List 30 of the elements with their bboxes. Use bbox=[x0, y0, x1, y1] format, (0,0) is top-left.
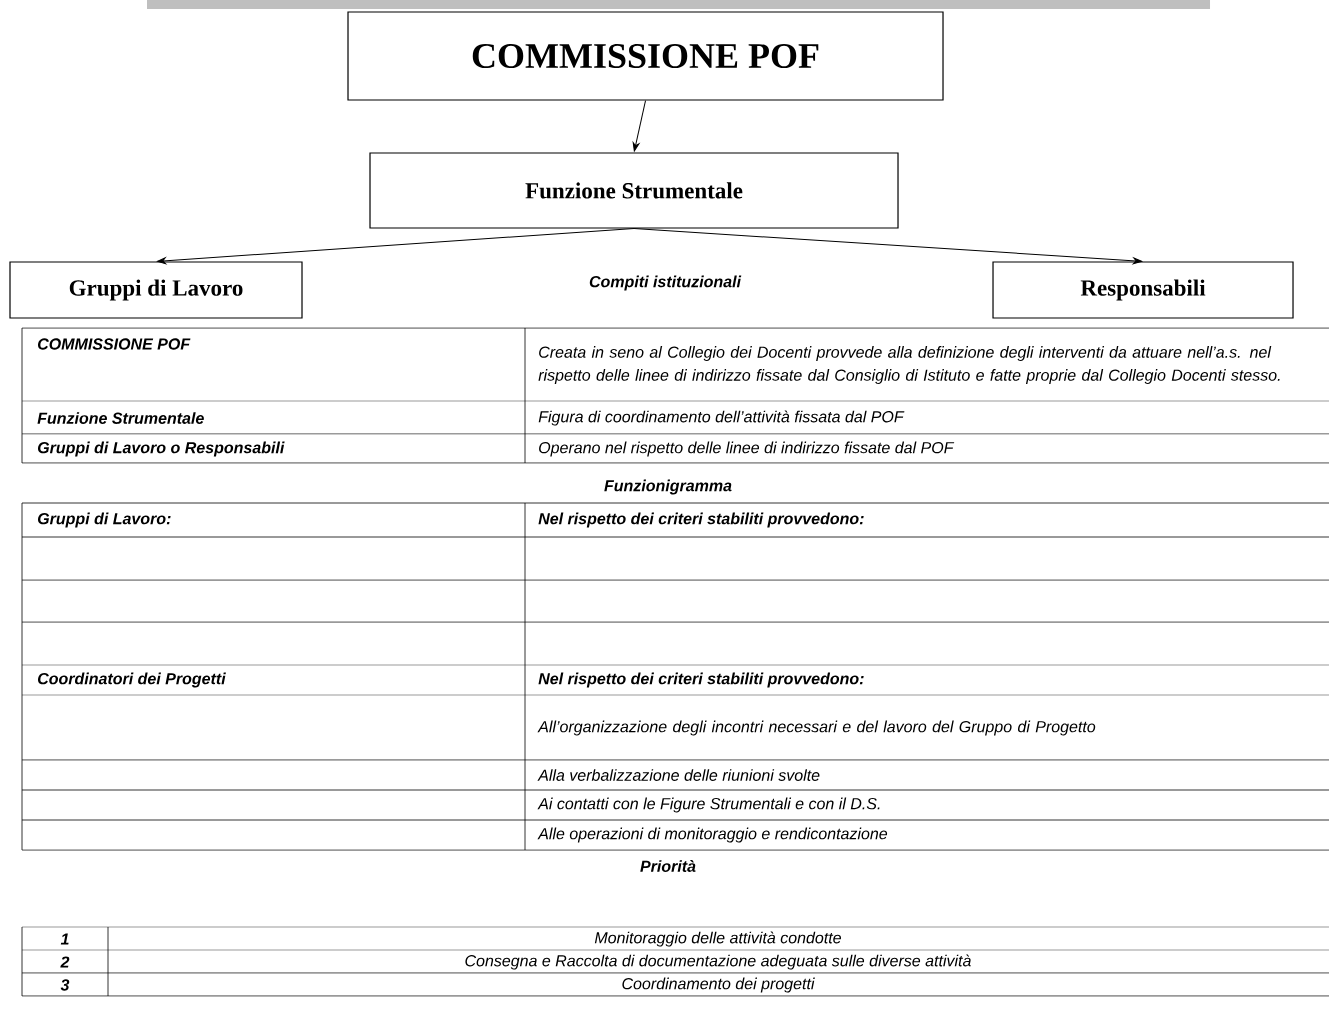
section-heading: Funzionigramma bbox=[604, 479, 732, 495]
arrow bbox=[632, 100, 646, 152]
title-box: Responsabili bbox=[992, 261, 1294, 319]
table-text: Gruppi di Lavoro: bbox=[38, 512, 171, 528]
table-text: Nel rispetto dei criteri stabiliti provvedono: bbox=[538, 672, 864, 688]
table-text: Funzione Strumentale bbox=[37, 412, 204, 424]
table-text: Consegna e Raccolta di documentazione adeguata sulle diverse attività bbox=[465, 954, 971, 970]
arrow bbox=[633, 228, 1143, 265]
title-box: Gruppi di Lavoro bbox=[9, 261, 303, 319]
table-text: Monitoraggio delle attività condotte bbox=[594, 931, 841, 947]
table-text: Gruppi di Lavoro o Responsabili bbox=[38, 441, 285, 457]
table-text: 3 bbox=[60, 979, 70, 991]
table-text: Coordinatori dei Progetti bbox=[38, 672, 226, 688]
table-text: Operano nel rispetto delle linee di indirizzo fissate dal POF bbox=[539, 441, 955, 457]
arrow bbox=[156, 228, 635, 265]
section-heading: Priorità bbox=[640, 860, 696, 872]
table-text: 1 bbox=[60, 933, 69, 945]
table-text: Nel rispetto dei criteri stabiliti provvedono: bbox=[538, 512, 864, 528]
table-text: Creata in seno al Collegio dei Docenti provvede alla definizione degli interventi da attuare nell’a.s. nel rispetto delle linee di indirizzo fissate dal Consiglio di Istituto e fatte proprie dal Collegio Docenti stesso. bbox=[538, 346, 1280, 384]
title-box: COMMISSIONE POF bbox=[347, 11, 944, 101]
table-text: All’organizzazione degli incontri necessari e del lavoro del Gruppo di Progetto bbox=[537, 720, 1096, 736]
table-text: Figura di coordinamento dell’attività fissata dal POF bbox=[538, 410, 905, 426]
table-text: Alle operazioni di monitoraggio e rendicontazione bbox=[537, 827, 888, 843]
table-text: Ai contatti con le Figure Strumentali e con il D.S. bbox=[537, 797, 880, 813]
table-text: Alla verbalizzazione delle riunioni svolte bbox=[537, 769, 820, 781]
table-text: 2 bbox=[60, 956, 70, 968]
title-box: Funzione Strumentale bbox=[369, 152, 899, 229]
table-text: COMMISSIONE POF bbox=[38, 338, 191, 350]
section-heading: Compiti istituzionali bbox=[589, 275, 742, 291]
table-text: Coordinamento dei progetti bbox=[622, 977, 815, 993]
